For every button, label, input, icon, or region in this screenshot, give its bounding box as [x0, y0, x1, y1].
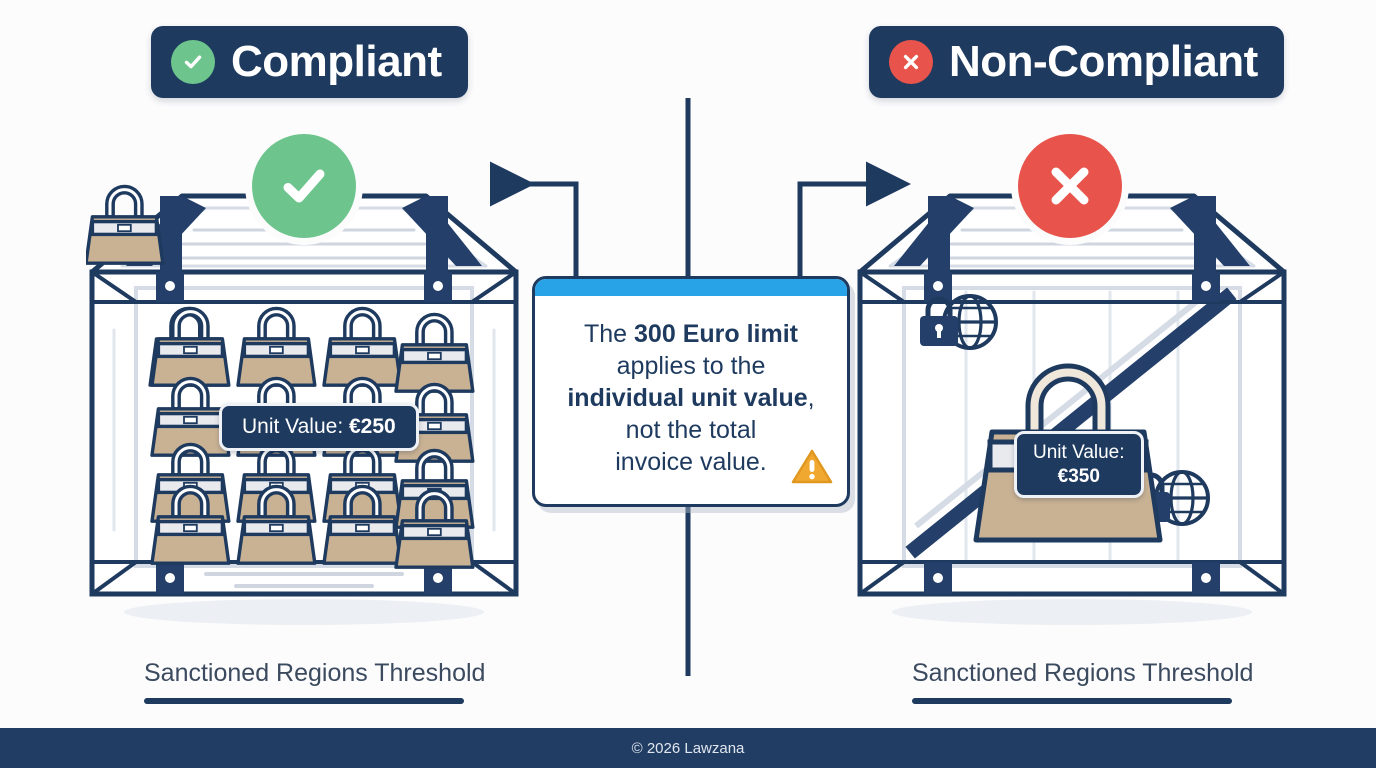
non-compliant-crate — [854, 180, 1290, 637]
header-pill-compliant: Compliant — [151, 26, 468, 98]
compliant-caption-rule — [144, 697, 464, 704]
footer-bar: © 2026 Lawzana — [0, 728, 1376, 768]
non-compliant-caption-text: Sanctioned Regions Threshold — [912, 659, 1254, 687]
header-pill-non-compliant-label: Non-Compliant — [949, 37, 1258, 86]
non-compliant-unit-value-amount: €350 — [1057, 465, 1100, 487]
warning-triangle-icon — [791, 448, 833, 494]
header-pill-compliant-label: Compliant — [231, 37, 442, 86]
non-compliant-unit-value-label: Unit Value: — [1033, 442, 1125, 463]
compliant-caption-text: Sanctioned Regions Threshold — [144, 659, 486, 687]
header-pill-non-compliant: Non-Compliant — [869, 26, 1284, 98]
callout-text: The 300 Euro limit applies to the indivi… — [535, 296, 847, 504]
callout-line1-lead: The — [584, 320, 635, 348]
callout-line4: not the total — [625, 416, 757, 444]
callout-line3-strong: individual unit value — [567, 384, 808, 412]
footer-copyright: © 2026 Lawzana — [631, 739, 745, 757]
check-circle-icon — [171, 40, 215, 84]
non-compliant-unit-value-tag: Unit Value: €350 — [1014, 431, 1144, 499]
callout-accent-bar — [535, 279, 847, 296]
callout-line5: invoice value. — [615, 448, 767, 476]
compliant-caption: Sanctioned Regions Threshold — [144, 659, 486, 704]
compliant-status-badge — [252, 134, 356, 238]
compliant-unit-value-amount: €250 — [349, 415, 396, 438]
callout-line2: applies to the — [616, 352, 766, 380]
callout-line3-tail: , — [807, 384, 815, 412]
non-compliant-caption: Sanctioned Regions Threshold — [912, 659, 1254, 704]
non-compliant-status-badge — [1018, 134, 1122, 238]
non-compliant-caption-rule — [912, 697, 1232, 704]
compliant-unit-value-prefix: Unit Value: — [242, 415, 349, 438]
x-circle-icon — [889, 40, 933, 84]
callout-card: The 300 Euro limit applies to the indivi… — [532, 276, 850, 507]
callout-line1-strong: 300 Euro limit — [634, 320, 798, 348]
compliant-unit-value-tag: Unit Value: €250 — [219, 403, 419, 451]
lock-globe-icon — [920, 294, 998, 350]
